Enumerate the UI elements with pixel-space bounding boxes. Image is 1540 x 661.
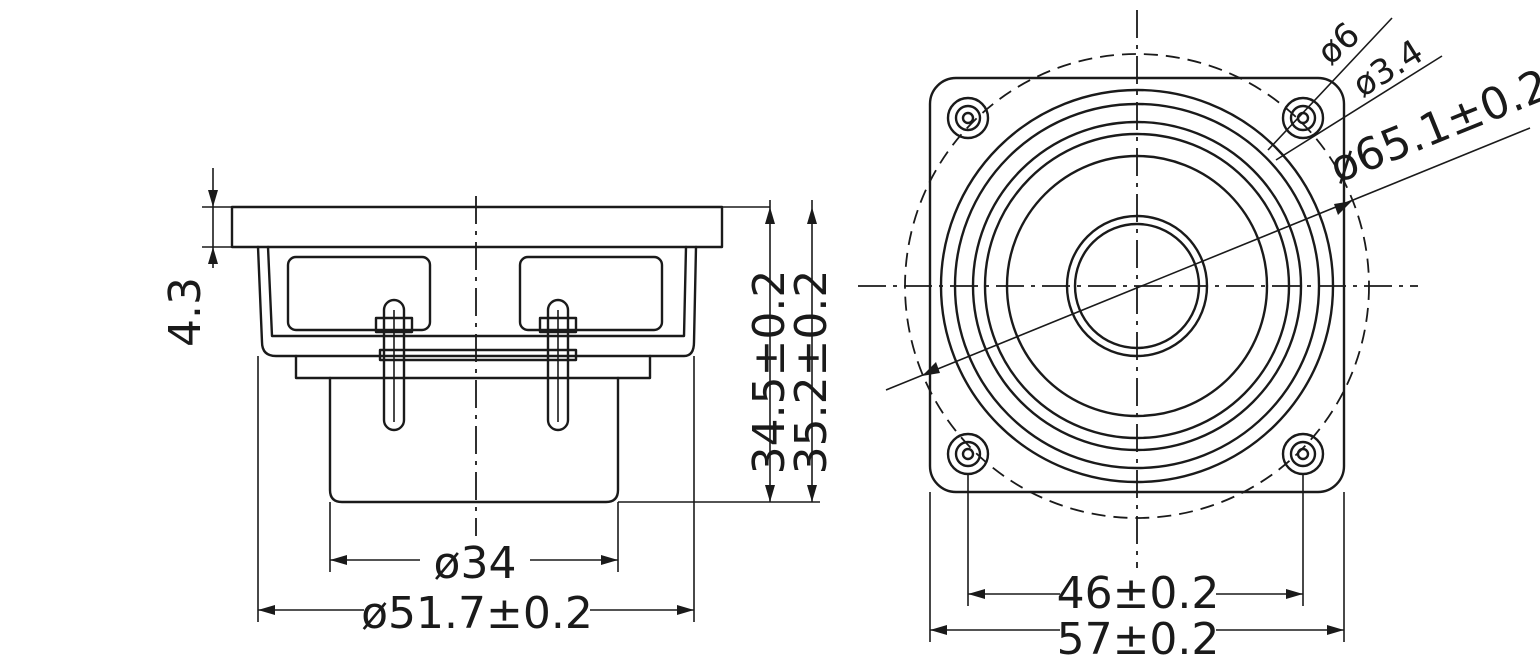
depth-dimension-outer: 35.2±0.2 [786,200,837,502]
hole-spacing-label: 46±0.2 [1057,568,1220,619]
flange-thickness-dimension: 4.3 [160,168,232,347]
basket-window-right [518,255,664,332]
flange-outline [230,205,724,249]
mount-hole-top-left [946,96,990,140]
basket-diameter-dimension: ø51.7±0.2 [257,356,695,639]
depth-inner-label: 34.5±0.2 [744,270,795,475]
flange-thickness-label: 4.3 [160,277,211,347]
depth-dimension-inner: 34.5±0.2 [744,200,795,502]
mount-hole-bottom-left [946,432,990,476]
magnet-diameter-dimension: ø34 [329,502,619,589]
hole-spacing-dimension: 46±0.2 [967,474,1304,619]
basket-window-left [286,255,432,332]
terminal-right [538,298,578,432]
basket-outline [256,245,698,358]
mount-hole-top-right [1281,96,1325,140]
top-plate [294,354,652,380]
frame-width-label: 57±0.2 [1057,614,1220,661]
magnet-outline [328,376,620,504]
mount-hole-bottom-right [1281,432,1325,476]
terminal-left [374,298,414,432]
basket-diameter-label: ø51.7±0.2 [361,588,593,639]
front-view: ø65.1±0.2 ø6 ø3.4 46±0.2 57±0. [858,10,1540,661]
frame-width-dimension: 57±0.2 [929,492,1345,661]
basket-inner-outline [266,245,688,338]
magnet-diameter-label: ø34 [434,538,517,589]
terminal-strip [378,348,578,362]
depth-outer-label: 35.2±0.2 [786,270,837,475]
side-view: 4.3 34.5±0.2 35.2±0.2 ø34 [160,168,837,639]
